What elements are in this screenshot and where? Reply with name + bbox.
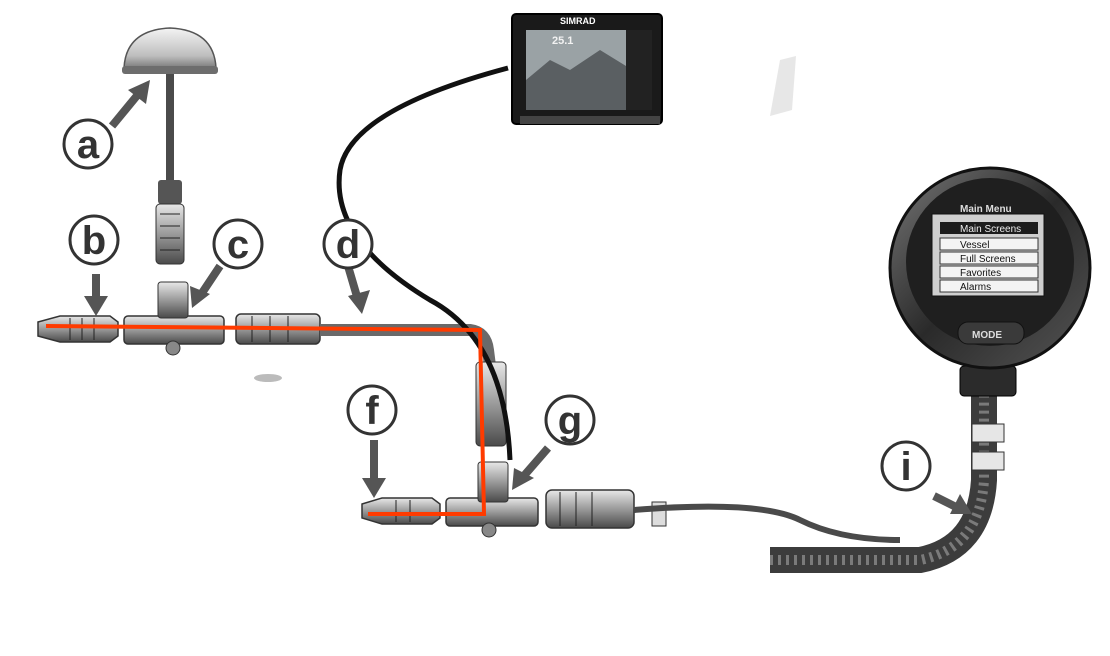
tee-connector-c <box>123 281 225 356</box>
shadow-mark <box>254 374 282 382</box>
display-brand-label: SIMRAD <box>560 16 596 26</box>
callout-label-g: g <box>558 399 582 443</box>
callout-b: b <box>68 214 120 266</box>
drop-cable-gauge <box>545 489 901 543</box>
callout-f: f <box>346 384 398 436</box>
gauge-menu-item-2: Full Screens <box>960 254 1016 265</box>
gauge-menu-item-4: Alarms <box>960 282 991 293</box>
callout-label-d: d <box>336 223 360 267</box>
scan-artifact <box>770 56 796 116</box>
backbone-highlight <box>45 324 487 516</box>
chartplotter-display: SIMRAD 25.1 <box>511 13 663 125</box>
callout-arrowheads <box>84 80 972 514</box>
gauge-menu-item-3: Favorites <box>960 268 1001 279</box>
callout-i: i <box>880 440 932 492</box>
gauge-display: Main Menu Main Screens Vessel Full Scree… <box>888 166 1092 370</box>
callout-g: g <box>544 394 596 446</box>
gauge-menu-item-0: Main Screens <box>960 224 1021 235</box>
callout-label-b: b <box>82 219 106 263</box>
gauge-menu-item-1: Vessel <box>960 240 989 251</box>
callout-label-c: c <box>227 223 249 267</box>
gps-antenna <box>122 27 218 265</box>
terminator-b <box>37 315 119 343</box>
terminator-f <box>361 497 441 525</box>
gauge-mode-button: MODE <box>972 330 1002 341</box>
gauge-menu-title: Main Menu <box>960 204 1012 215</box>
callout-d: d <box>322 218 374 270</box>
callout-label-i: i <box>900 445 911 489</box>
callout-a: a <box>62 118 114 170</box>
callout-label-f: f <box>365 389 379 433</box>
callout-arrows <box>92 89 960 512</box>
callout-c: c <box>212 218 264 270</box>
display-readout: 25.1 <box>552 35 573 47</box>
callout-label-a: a <box>77 123 100 167</box>
